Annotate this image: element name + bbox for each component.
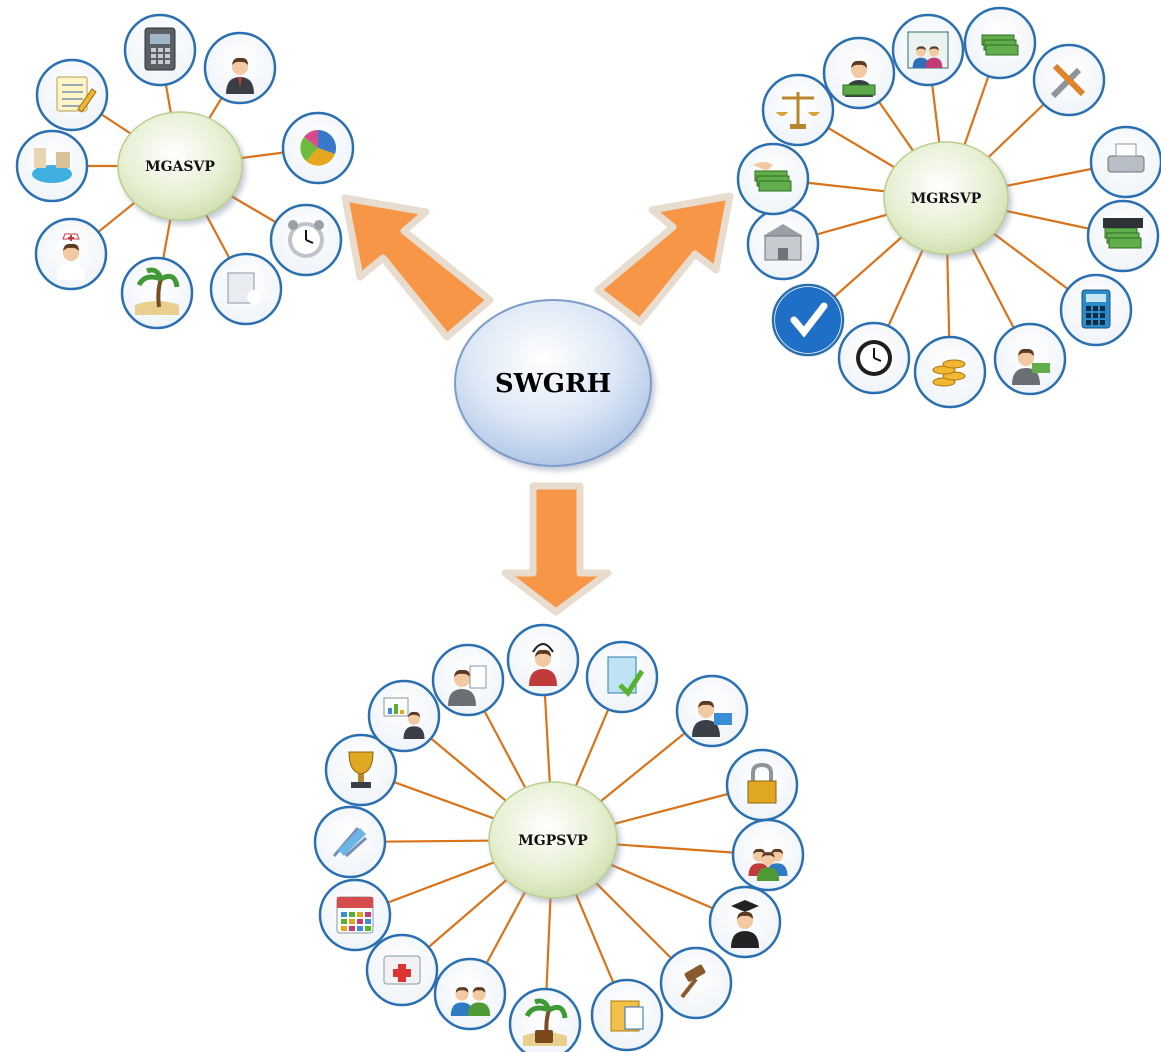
bank-icon xyxy=(746,207,820,281)
family-insurance-icon xyxy=(891,13,965,87)
businessman-icon xyxy=(203,31,277,105)
user-group-icon xyxy=(731,818,805,892)
calculator-icon xyxy=(1059,273,1133,347)
center-label: SWGRH xyxy=(495,369,611,399)
resort-pool-icon xyxy=(15,129,89,203)
medical-kit-icon xyxy=(365,933,439,1007)
arrow-to-mgrsvp xyxy=(594,192,734,326)
wrench-screwdriver-icon xyxy=(1032,43,1106,117)
beach-chair-icon xyxy=(313,805,387,879)
judge-gavel-icon xyxy=(659,946,733,1020)
wall-clock-icon xyxy=(837,321,911,395)
justice-scale-icon xyxy=(761,73,835,147)
mgpsvp-node xyxy=(488,781,618,899)
checklist-notepad-icon xyxy=(35,58,109,132)
two-users-icon xyxy=(433,957,507,1031)
money-person-icon xyxy=(993,322,1067,396)
arrow-to-mgasvp xyxy=(341,194,494,341)
graduate-icon xyxy=(708,885,782,959)
presentation-chart-icon xyxy=(367,679,441,753)
approved-document-icon xyxy=(585,640,659,714)
gold-coins-icon xyxy=(913,335,987,409)
employee-id-card-icon xyxy=(675,674,749,748)
april-calendar-icon xyxy=(318,878,392,952)
hand-money-icon xyxy=(736,142,810,216)
vacation-luggage-icon xyxy=(508,987,582,1052)
businessman-money-icon xyxy=(822,36,896,110)
employee-document-icon xyxy=(431,643,505,717)
money-stack-icon xyxy=(963,6,1037,80)
trophy-icon xyxy=(324,733,398,807)
fingerprint-scanner-icon xyxy=(123,13,197,87)
checkmark-icon xyxy=(771,283,845,357)
mgrsvp-label: MGRSVP xyxy=(911,191,982,207)
beach-palm-icon xyxy=(120,256,194,330)
mgpsvp-label: MGPSVP xyxy=(518,833,588,849)
call-agent-icon xyxy=(506,623,580,697)
printer-icon xyxy=(1089,125,1161,199)
stopwatch-document-icon xyxy=(209,252,283,326)
nurse-icon xyxy=(34,217,108,291)
padlock-icon xyxy=(725,748,799,822)
mgasvp-label: MGASVP xyxy=(145,159,215,175)
center-node xyxy=(454,299,652,467)
cash-register-icon xyxy=(1086,199,1160,273)
folder-document-icon xyxy=(590,978,664,1052)
alarm-clock-icon xyxy=(269,203,343,277)
arrows xyxy=(341,192,734,616)
mgrsvp-node xyxy=(883,141,1009,255)
pie-chart-icon xyxy=(281,111,355,185)
arrow-to-mgpsvp xyxy=(501,482,612,616)
mgasvp-node xyxy=(117,111,243,221)
